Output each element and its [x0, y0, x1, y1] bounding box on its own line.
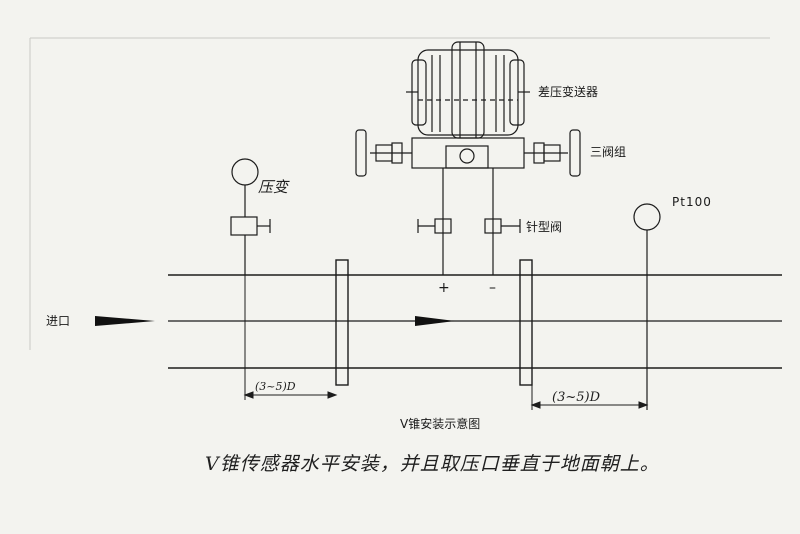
transmitter	[406, 41, 530, 139]
needle-valve-label: 针型阀	[526, 219, 562, 234]
valve-manifold	[355, 129, 581, 177]
dim-downstream	[530, 385, 649, 410]
pressure-gauge	[230, 158, 271, 275]
inlet-arrow-icon	[95, 316, 155, 326]
flange-downstream	[519, 259, 533, 386]
flow-arrow-icon	[415, 316, 455, 326]
pt100-sensor	[633, 203, 661, 410]
flange-upstream	[335, 259, 349, 386]
plus-label: +	[438, 280, 450, 296]
pressure-label: 压变	[258, 178, 290, 196]
transmitter-label: 差压变送器	[538, 84, 598, 99]
pipe	[168, 274, 782, 369]
pt100-label: Pt100	[672, 195, 712, 209]
impulse-lines	[442, 168, 494, 275]
installation-note: V锥传感器水平安装，并且取压口垂直于地面朝上。	[205, 453, 660, 475]
needle-valve-plus	[417, 218, 452, 234]
dim-upstream	[243, 391, 338, 399]
needle-valve-minus	[484, 218, 521, 234]
valve-group-label: 三阀组	[590, 145, 626, 159]
caption: V锥安装示意图	[400, 416, 480, 431]
paper-frame	[29, 37, 770, 350]
inlet-label: 进口	[46, 314, 70, 328]
downstream-dim-label: (3~5)D	[552, 390, 601, 405]
upstream-dim-label: (3~5)D	[255, 380, 296, 393]
minus-label: –	[489, 280, 496, 296]
